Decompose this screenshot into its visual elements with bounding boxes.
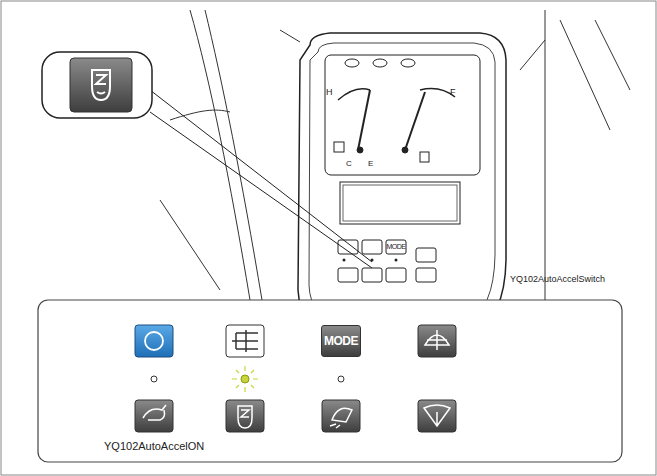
switch-panel	[38, 300, 622, 462]
switch-panel-box: YQ102AutoAccelON MODE	[38, 300, 622, 462]
gauge-letter: F	[450, 88, 456, 97]
monitor	[298, 33, 506, 340]
gauge-letter: E	[368, 160, 373, 168]
gauge-letter: C	[346, 160, 352, 168]
figure-id: YQ102AutoAccelON	[104, 440, 204, 452]
gauge-letter: H	[326, 88, 333, 97]
callout	[42, 52, 372, 268]
mode-button: MODE	[321, 325, 361, 357]
figure-id: YQ102AutoAccelSwitch	[510, 275, 605, 284]
mode-mark: MODE	[387, 243, 406, 250]
button-label: MODE	[324, 334, 358, 348]
